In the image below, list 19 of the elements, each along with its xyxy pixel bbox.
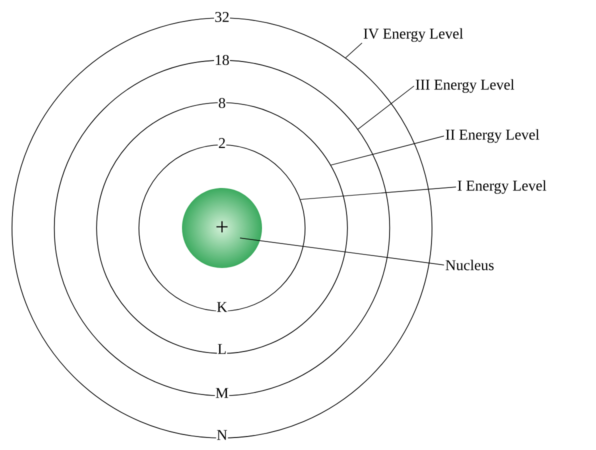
shell-label: 18 [214,54,230,66]
nucleus-sphere: + [216,221,228,232]
shell-label: 32 [214,11,230,23]
leader-line [240,238,444,266]
shell-label: N [216,430,228,440]
level-label: I Energy Level [458,180,546,194]
leader-line [345,42,362,58]
level-label: III Energy Level [416,79,514,93]
level-label: Nucleus [446,260,494,270]
leader-line [300,186,456,200]
shell-label: K [216,302,228,312]
level-label: IV Energy Level [364,28,464,42]
shell-label: 8 [218,97,226,109]
shell-label: L [216,344,228,354]
shell-label: M [214,388,230,398]
leader-line [330,136,444,166]
level-label: II Energy Level [446,129,540,143]
shell-label: 2 [218,138,226,148]
leader-line [358,86,414,130]
